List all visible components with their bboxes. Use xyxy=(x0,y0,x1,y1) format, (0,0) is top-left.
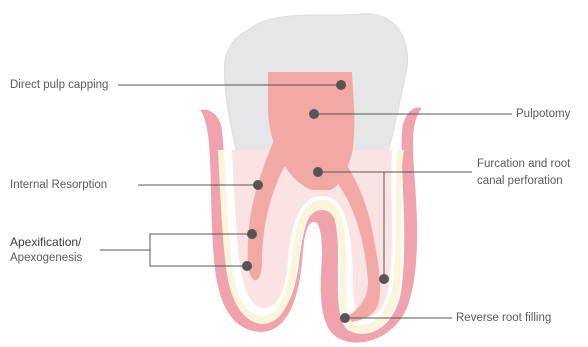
marker-internal-resorption xyxy=(253,180,263,190)
marker-reverse-root-filling xyxy=(340,313,350,323)
label-furcation-line1: Furcation and root xyxy=(477,157,570,172)
marker-pulpotomy xyxy=(309,109,319,119)
marker-apexogenesis xyxy=(242,261,252,271)
label-pulpotomy: Pulpotomy xyxy=(516,107,570,122)
marker-furcation xyxy=(313,167,323,177)
marker-apexification xyxy=(247,229,257,239)
label-furcation-line2: canal perforation xyxy=(477,174,563,189)
label-reverse-root-filling: Reverse root filling xyxy=(456,311,551,326)
line-apex-bracket xyxy=(150,234,252,266)
label-apexification: Apexification/ xyxy=(10,235,81,250)
label-internal-resorption: Internal Resorption xyxy=(10,178,107,193)
marker-canal-perforation xyxy=(379,274,389,284)
label-apexogenesis: Apexogenesis xyxy=(10,251,82,266)
label-direct-pulp-capping: Direct pulp capping xyxy=(10,78,108,93)
marker-direct-pulp-capping xyxy=(336,80,346,90)
